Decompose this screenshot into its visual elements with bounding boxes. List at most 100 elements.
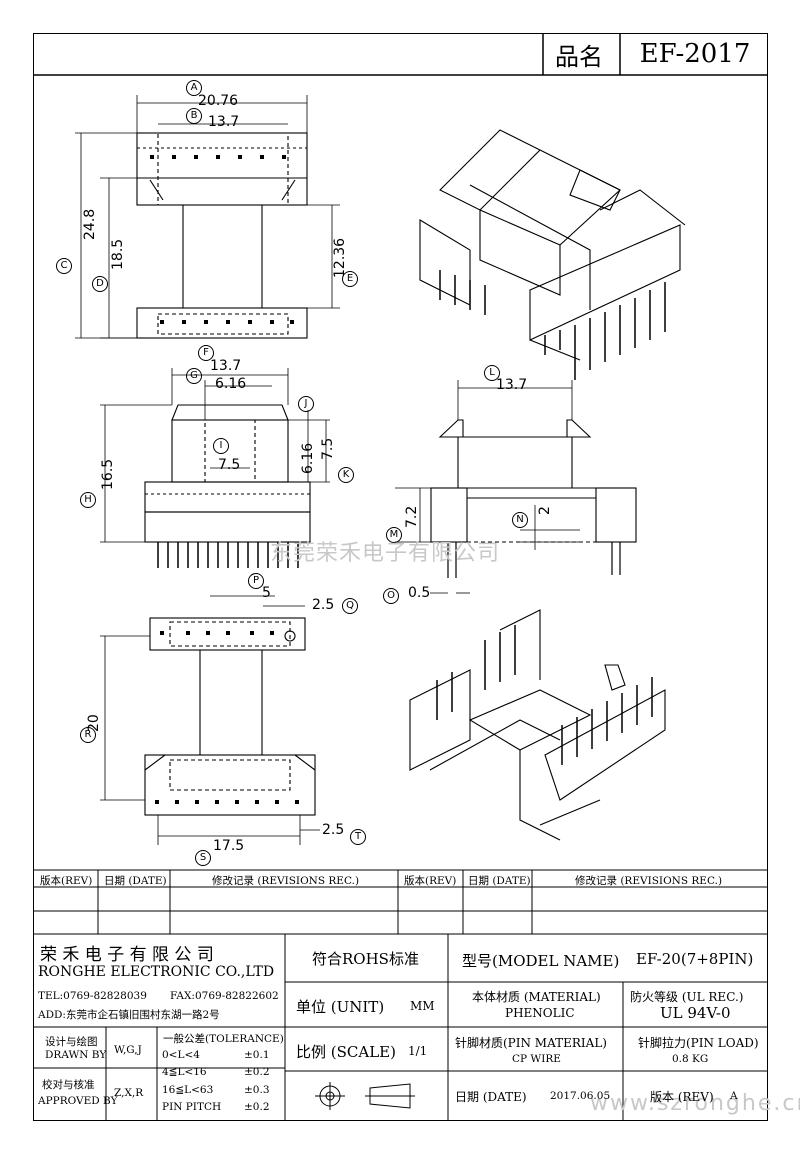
ref-letter-d: D [92, 276, 108, 292]
ref-letter-l: L [484, 365, 500, 381]
tolerance-range-4: PIN PITCH [162, 1101, 222, 1113]
ref-letter-m: M [386, 527, 402, 543]
drawn-by-value: W,G,J [114, 1044, 142, 1056]
model-name-label: 型号(MODEL NAME) [462, 952, 620, 970]
rec-header-1: 修改记录 (REVISIONS REC.) [212, 875, 360, 887]
dim-p-value: 5 [262, 585, 271, 601]
date-label: 日期 (DATE) [455, 1090, 527, 1104]
front-view-pins [157, 542, 299, 568]
ref-letter-c: C [56, 258, 72, 274]
rec-header-2: 修改记录 (REVISIONS REC.) [575, 875, 723, 887]
tolerance-range-3: 16≦L<63 [162, 1084, 214, 1096]
approved-by-label-cn: 校对与核准 [42, 1079, 95, 1091]
tolerance-value-1: ±0.1 [244, 1049, 270, 1061]
material-label: 本体材质 (MATERIAL) [472, 990, 601, 1004]
dim-m-value: 7.2 [404, 505, 420, 528]
approved-by-label-en: APPROVED BY [38, 1095, 118, 1107]
ref-letter-p: P [248, 573, 264, 589]
drawing-frame [33, 33, 768, 1121]
front-view-dim-lines [100, 368, 330, 543]
title-block-grid [33, 869, 768, 1121]
dim-g-value: 6.16 [215, 376, 247, 392]
ref-letter-r: R [80, 727, 96, 743]
side-view-pins [447, 542, 621, 578]
front-view [144, 404, 311, 543]
ref-letter-a: A [186, 80, 202, 96]
dim-h-value: 16.5 [100, 458, 116, 490]
dim-o-value: 0.5 [408, 585, 431, 601]
model-name-value: EF-20(7+8PIN) [636, 950, 754, 968]
rohs-compliance: 符合ROHS标准 [312, 950, 419, 968]
ref-letter-j: J [298, 396, 314, 412]
unit-label: 单位 (UNIT) [296, 998, 385, 1016]
drawn-by-label-en: DRAWN BY [45, 1049, 107, 1061]
isometric-view-bottom-pins [436, 625, 653, 765]
company-fax: FAX:0769-82822602 [170, 990, 279, 1002]
ref-letter-b: B [186, 108, 202, 124]
bottom-view [144, 617, 316, 816]
approved-by-value: Z,X,R [114, 1087, 144, 1099]
fire-rating-label: 防火等级 (UL REC.) [630, 990, 744, 1004]
dim-t-value: 2.5 [322, 822, 345, 838]
material-value: PHENOLIC [505, 1006, 575, 1020]
version-value: A [730, 1090, 738, 1102]
ref-letter-t: T [350, 829, 366, 845]
ref-letter-e: E [342, 271, 358, 287]
dim-d-value: 18.5 [110, 238, 126, 270]
ref-letter-q: Q [342, 598, 358, 614]
scale-label: 比例 (SCALE) [296, 1043, 396, 1061]
tolerance-value-2: ±0.2 [244, 1066, 270, 1078]
tolerance-title: 一般公差(TOLERANCE) [163, 1033, 284, 1045]
part-name-label: 品名 [555, 42, 603, 71]
ref-letter-k: K [338, 467, 354, 483]
tolerance-range-1: 0<L<4 [162, 1049, 200, 1061]
pin-load-label: 针脚拉力(PIN LOAD) [638, 1036, 759, 1050]
ref-letter-i: I [213, 438, 229, 454]
company-name-en: RONGHE ELECTRONIC CO.,LTD [38, 964, 275, 980]
isometric-view-bottom [409, 609, 666, 841]
fire-rating-value: UL 94V-0 [660, 1004, 731, 1022]
pin-load-value: 0.8 KG [672, 1053, 709, 1065]
tolerance-value-4: ±0.2 [244, 1101, 270, 1113]
ref-letter-s: S [195, 850, 211, 866]
ref-letter-o: O [383, 588, 399, 604]
isometric-view-top-pins [439, 270, 666, 380]
ref-letter-g: G [186, 368, 202, 384]
company-tel: TEL:0769-82828039 [38, 990, 147, 1002]
tolerance-range-2: 4≦L<16 [162, 1066, 207, 1078]
top-view [136, 132, 308, 339]
ref-letter-f: F [198, 345, 214, 361]
company-name-cn: 荣 禾 电 子 有 限 公 司 [40, 945, 214, 965]
dim-q-value: 2.5 [312, 597, 335, 613]
pin-material-label: 针脚材质(PIN MATERIAL) [455, 1036, 607, 1050]
isometric-view-top [419, 129, 686, 361]
side-view [430, 419, 637, 543]
ref-letter-n: N [512, 512, 528, 528]
dim-c-value: 24.8 [82, 208, 98, 240]
watermark-url: www.szronghe.cn [590, 1091, 800, 1116]
scale-value: 1/1 [408, 1044, 428, 1058]
dim-k-value: 7.5 [320, 437, 336, 460]
date-header-2: 日期 (DATE) [468, 875, 531, 887]
dim-l-value: 13.7 [496, 377, 528, 393]
pin-material-value: CP WIRE [512, 1053, 561, 1065]
rev-header-2: 版本(REV) [404, 875, 457, 887]
company-address: ADD:东莞市企石镇旧围村东湖一路2号 [38, 1009, 220, 1021]
version-label: 版本 (REV) [650, 1090, 714, 1104]
dim-i-value: 7.5 [218, 457, 241, 473]
dim-a-value: 20.76 [198, 93, 239, 109]
bottom-view-pin-marks [155, 631, 299, 804]
dim-f-value: 13.7 [210, 358, 242, 374]
ref-letter-h: H [80, 492, 96, 508]
rev-header-1: 版本(REV) [40, 875, 93, 887]
projection-symbol [315, 1082, 415, 1110]
top-view-pin-marks [150, 155, 294, 324]
top-view-dim-lines [75, 95, 340, 339]
dim-j-value: 6.16 [300, 442, 316, 474]
dim-n-value: 2 [537, 506, 553, 515]
tolerance-value-3: ±0.3 [244, 1084, 270, 1096]
dim-s-value: 17.5 [213, 838, 245, 854]
part-code: EF-2017 [639, 39, 751, 69]
watermark-company: 东莞荣禾电子有限公司 [270, 541, 501, 566]
